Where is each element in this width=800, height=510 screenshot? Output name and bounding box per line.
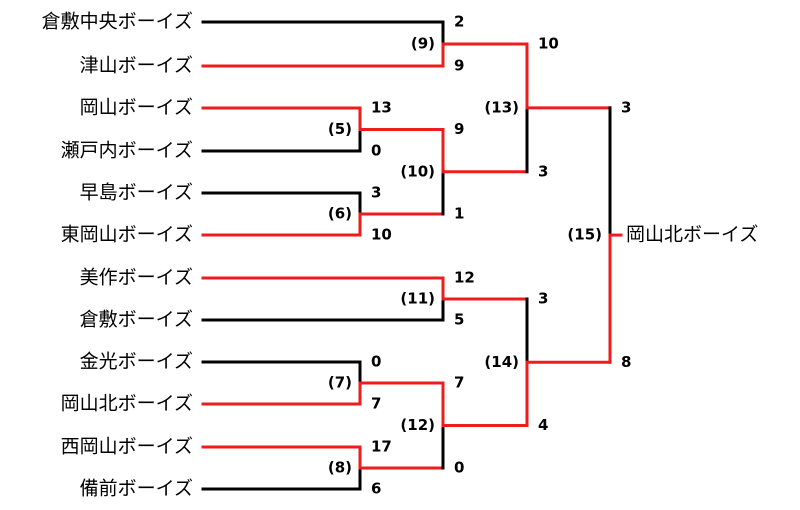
match-number: (9) (411, 35, 435, 53)
score: 0 (454, 459, 464, 477)
team-name: 早島ボーイズ (80, 182, 193, 204)
score: 10 (371, 226, 392, 244)
score: 9 (454, 57, 464, 75)
score: 12 (454, 269, 475, 287)
score: 3 (621, 98, 631, 116)
match-number: (14) (484, 353, 519, 371)
score: 6 (371, 480, 381, 498)
score: 2 (454, 13, 464, 31)
bracket-lines (201, 20, 623, 491)
match-number: (5) (328, 120, 352, 138)
match-number: (8) (328, 459, 352, 477)
score: 0 (371, 353, 381, 371)
team-name: 岡山ボーイズ (80, 97, 193, 119)
match-number: (13) (484, 98, 519, 116)
team-name: 岡山北ボーイズ (61, 393, 193, 415)
score: 4 (538, 416, 548, 434)
score: 5 (454, 311, 464, 329)
team-name: 倉敷ボーイズ (80, 309, 193, 331)
team-name: 金光ボーイズ (80, 351, 193, 373)
score: 17 (371, 438, 392, 456)
team-name: 備前ボーイズ (80, 478, 193, 500)
score: 3 (538, 162, 548, 180)
score: 9 (454, 120, 464, 138)
score: 3 (538, 290, 548, 308)
team-name: 瀬戸内ボーイズ (61, 140, 193, 162)
match-number: (6) (328, 205, 352, 223)
team-name: 西岡山ボーイズ (61, 436, 193, 458)
score: 1 (454, 205, 464, 223)
score: 3 (371, 184, 381, 202)
match-number: (11) (400, 290, 435, 308)
match-number: (12) (400, 416, 435, 434)
match-number: (10) (400, 162, 435, 180)
score: 7 (371, 395, 381, 413)
score: 7 (454, 374, 464, 392)
champion-name: 岡山北ボーイズ (626, 224, 758, 246)
team-name: 津山ボーイズ (80, 55, 193, 77)
match-number: (7) (328, 374, 352, 392)
match-number: (15) (567, 226, 602, 244)
team-name: 美作ボーイズ (80, 267, 193, 289)
team-name: 倉敷中央ボーイズ (42, 11, 193, 33)
score: 0 (371, 142, 381, 160)
team-name: 東岡山ボーイズ (61, 224, 193, 246)
score: 8 (621, 353, 631, 371)
score: 13 (371, 99, 392, 117)
bracket-labels: 倉敷中央ボーイズ津山ボーイズ岡山ボーイズ瀬戸内ボーイズ早島ボーイズ東岡山ボーイズ… (42, 11, 759, 500)
score: 10 (538, 35, 559, 53)
